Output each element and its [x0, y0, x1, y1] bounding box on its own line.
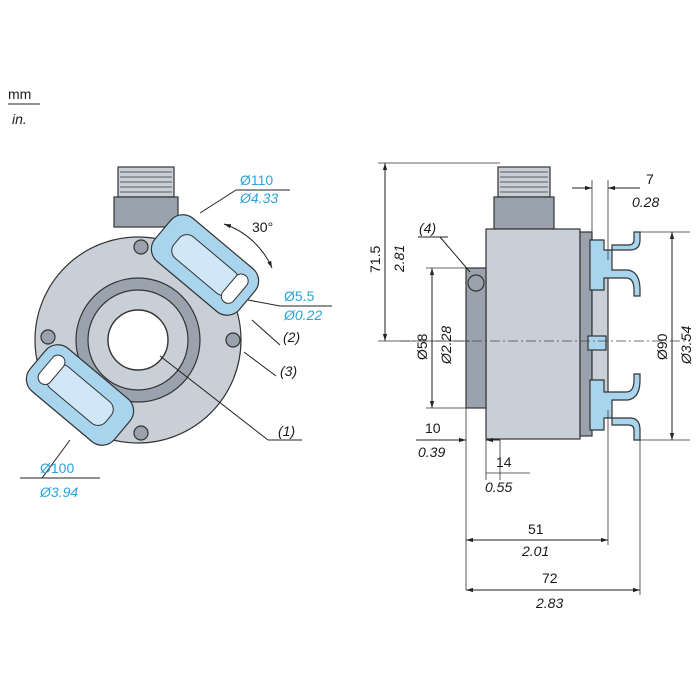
callout-1-leader [159, 355, 269, 441]
screw-icon [40, 329, 56, 345]
w51-mm-label: 51 [528, 521, 544, 537]
unit-in: in. [12, 111, 27, 127]
w7-mm-label: 7 [646, 171, 654, 187]
d5-5-leader [247, 299, 281, 307]
mounting-bracket-upper [150, 214, 260, 316]
side-bracket-bottom [589, 373, 641, 441]
side-housing [485, 228, 581, 440]
d110-mm-label: Ø110 [240, 172, 273, 188]
front-view: Ø110 Ø4.33 30° Ø5.5 Ø0.22 (2) (3) (1) Ø1… [20, 166, 332, 500]
front-connector [113, 166, 179, 228]
side-shaft-clamp [465, 267, 487, 409]
screw-icon [133, 425, 149, 441]
callout-3-leader [243, 351, 277, 377]
callout-4-leader [439, 236, 471, 273]
w7-in-label: 0.28 [632, 194, 659, 210]
d110-leader [199, 189, 237, 214]
front-hollow-shaft-bore [107, 309, 169, 371]
d100-mm-label: Ø100 [40, 460, 74, 476]
side-view: (4) 71.5 2.81 Ø58 Ø2.28 7 0.28 Ø90 Ø3.54… [367, 162, 694, 611]
d90-in-label: Ø3.54 [678, 326, 694, 365]
w10-in-label: 0.39 [418, 444, 445, 460]
callout-2-label: (2) [283, 329, 300, 345]
h71-5-mm-label: 71.5 [367, 246, 383, 273]
d5-5-in-label: Ø0.22 [283, 307, 322, 323]
h71-5-in-label: 2.81 [391, 245, 407, 273]
angle-arc [223, 223, 273, 269]
unit-mm: mm [8, 86, 31, 102]
w72-mm-label: 72 [542, 570, 558, 586]
side-connector [493, 166, 555, 230]
d58-mm-label: Ø58 [414, 333, 430, 360]
screw-icon [133, 239, 149, 255]
d100-leader [41, 439, 71, 479]
w72-in-label: 2.83 [535, 595, 563, 611]
w14-mm-label: 14 [496, 454, 512, 470]
clamp-screw-icon [467, 274, 485, 292]
d100-in-label: Ø3.94 [39, 484, 78, 500]
callout-1-label: (1) [278, 423, 295, 439]
w51-in-label: 2.01 [521, 543, 549, 559]
w10-mm-label: 10 [425, 420, 441, 436]
d90-mm-label: Ø90 [654, 333, 670, 360]
callout-2-leader [251, 319, 281, 346]
side-bracket-mid [587, 335, 607, 351]
d58-in-label: Ø2.28 [438, 326, 454, 365]
callout-4-label: (4) [419, 220, 436, 236]
d5-5-mm-label: Ø5.5 [284, 288, 315, 304]
screw-icon [225, 332, 241, 348]
mounting-bracket-lower [25, 344, 135, 446]
callout-3-label: (3) [280, 363, 297, 379]
d110-in-label: Ø4.33 [239, 190, 278, 206]
w14-in-label: 0.55 [485, 479, 512, 495]
side-bracket-top [589, 231, 641, 297]
angle-label: 30° [252, 219, 273, 235]
units-legend: mm in. [8, 86, 40, 127]
